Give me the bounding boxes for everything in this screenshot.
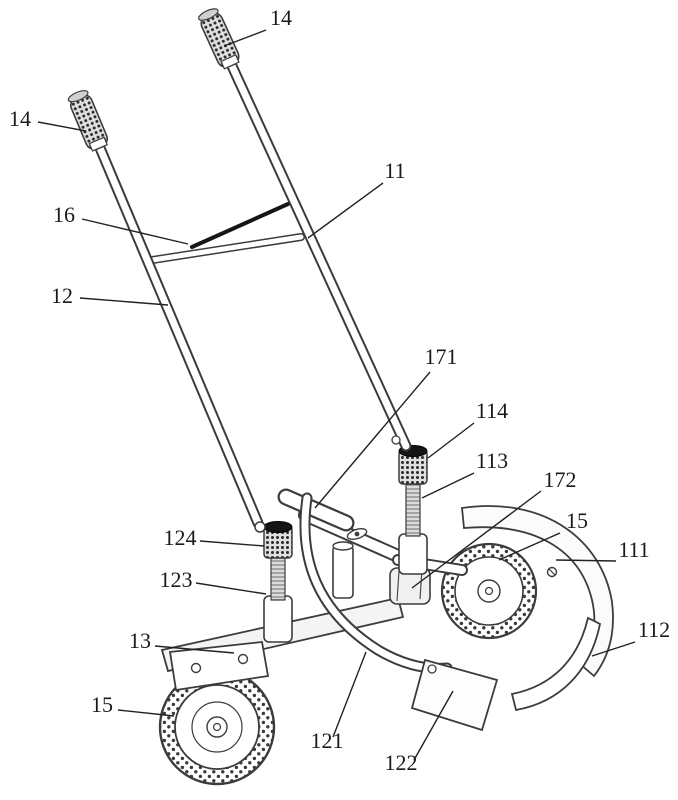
leader-123 (195, 582, 267, 595)
top-grip-endcap (198, 8, 219, 21)
clamp-bracket (389, 567, 431, 605)
left-handle-grip (67, 90, 109, 152)
centre-post (332, 545, 354, 599)
rear-wheel-axle (484, 586, 494, 596)
leader-122 (413, 690, 454, 761)
right-adjuster-sleeve (398, 533, 428, 575)
ref-label-124: 124 (164, 525, 197, 550)
front-wheel-assembly (158, 641, 276, 786)
guard-band (461, 505, 614, 678)
left-adjuster-sleeve (263, 595, 293, 643)
crossbar-inner (143, 234, 304, 264)
wing-bolt (346, 528, 368, 540)
top-grip-collar (220, 54, 240, 70)
mount-tube-inner (279, 490, 353, 530)
top-handle-grip (198, 8, 240, 70)
right-tube-clip (391, 435, 401, 445)
reference-labels: 14 14 16 12 11 171 114 113 172 15 111 11… (9, 5, 670, 775)
ref-label-113: 113 (476, 448, 508, 473)
curved-guard-blade (461, 505, 614, 678)
ref-label-11: 11 (384, 158, 405, 183)
leader-113 (421, 472, 475, 499)
ref-label-123: 123 (160, 567, 193, 592)
leader-13 (154, 645, 235, 654)
tension-rod (190, 202, 290, 249)
scraper-plate-face (410, 658, 499, 732)
left-grip-endcap (67, 90, 89, 103)
ref-label-121: 121 (311, 728, 344, 753)
leader-12 (79, 297, 169, 306)
left-grip-collar (88, 136, 109, 152)
right-threaded-rod (405, 483, 421, 537)
lower-blade-band (510, 616, 602, 712)
rear-wheel (440, 542, 538, 640)
leader-121 (332, 651, 367, 738)
right-tube-inner (228, 62, 410, 450)
left-adjuster (263, 521, 293, 643)
lower-curved-blade (510, 616, 602, 712)
ref-label-13: 13 (129, 628, 151, 653)
leader-112 (591, 641, 636, 657)
curved-tube-inner (301, 494, 451, 672)
leader-171 (314, 371, 431, 509)
left-threaded-rod (270, 555, 286, 601)
left-tube-inner (96, 144, 262, 527)
leader-114 (427, 422, 475, 459)
ref-label-172: 172 (544, 467, 577, 492)
left-tube-pivot-bolt (254, 521, 266, 533)
leader-15-left (117, 709, 175, 717)
left-knob-cap (263, 521, 293, 533)
leader-124 (199, 540, 265, 547)
front-wheel-axle (212, 722, 222, 732)
curved-support-tube (299, 492, 453, 674)
fork-bolt-right (237, 653, 249, 665)
right-adjuster (398, 445, 428, 575)
guard-bolt-slot (548, 568, 556, 576)
leader-14-left (37, 121, 87, 132)
leader-14-top (223, 29, 267, 47)
ref-label-15-left: 15 (91, 692, 113, 717)
ref-label-15-right: 15 (566, 508, 588, 533)
clamp-seam-left (396, 570, 400, 602)
ref-label-114: 114 (476, 398, 508, 423)
ref-label-14-left: 14 (9, 106, 31, 131)
scraper-plate (410, 658, 499, 732)
ref-label-14-top: 14 (270, 5, 292, 30)
scraper-plate-bolt (427, 664, 437, 674)
leader-11 (307, 182, 384, 239)
ref-label-111: 111 (618, 537, 649, 562)
centre-post-cap (332, 541, 354, 551)
leader-172 (411, 490, 542, 589)
left-handle-tube (94, 142, 266, 533)
ref-label-12: 12 (51, 283, 73, 308)
handle-crossbar (142, 202, 305, 265)
right-handle-tube (226, 60, 412, 452)
ref-label-171: 171 (425, 344, 458, 369)
ref-label-16: 16 (53, 202, 75, 227)
leader-15-right (498, 532, 561, 561)
ref-label-122: 122 (385, 750, 418, 775)
wing-bolt-head (354, 531, 360, 537)
fork-bolt-left (190, 662, 202, 674)
ref-label-112: 112 (638, 617, 670, 642)
leader-111 (555, 559, 617, 562)
leader-lines (37, 29, 636, 761)
leader-16 (81, 218, 189, 245)
